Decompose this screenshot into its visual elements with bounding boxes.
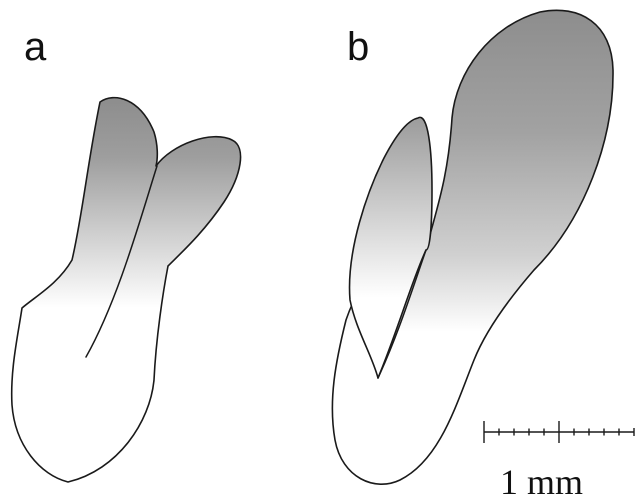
specimen-a-outline (12, 98, 241, 482)
specimen-b (332, 10, 613, 484)
scale-bar-label: 1 mm (500, 462, 583, 502)
scale-bar: 1 mm (484, 421, 634, 502)
panel-label-b: b (347, 25, 369, 69)
specimen-a (12, 98, 241, 482)
panel-label-a: a (24, 25, 47, 69)
